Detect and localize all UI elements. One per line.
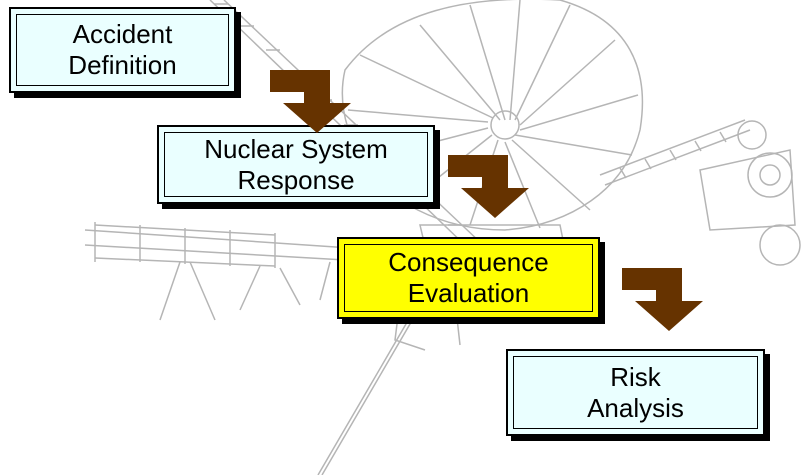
arrow-shape [622,268,703,331]
arrow-shape [270,70,351,133]
step-label-line1: Nuclear System [204,133,388,164]
step-label-line1: Accident [72,19,173,49]
lower-antenna [317,299,425,475]
step-label-line2: Analysis [587,392,684,423]
step-box-consequence-evaluation: Consequence Evaluation [337,237,600,319]
step-box-risk-analysis: Risk Analysis [506,349,765,436]
step-label-line2: Evaluation [407,278,530,308]
step-box-nuclear-system-response: Nuclear System Response [157,125,435,204]
arrow-shape [448,155,529,218]
bent-down-arrow-icon [270,70,351,133]
right-boom [599,119,751,186]
bent-down-arrow-icon [448,155,529,218]
step-label-line1: Consequence [388,247,549,277]
step-label-line2: Definition [68,50,177,80]
step-label-line2: Response [237,164,355,195]
step-box-accident-definition: Accident Definition [9,7,236,93]
step-label-line1: Risk [610,361,661,392]
bent-down-arrow-icon [622,268,703,331]
left-boom [84,229,381,263]
